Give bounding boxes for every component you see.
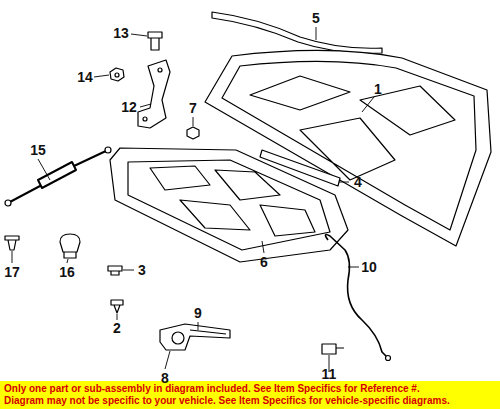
callout-number: 15 — [30, 143, 46, 157]
callout-number: 7 — [189, 101, 197, 115]
release-cable — [325, 235, 388, 358]
hood-latch — [160, 324, 230, 350]
notice-text: Diagram may not be specific to your vehi… — [4, 396, 450, 406]
nut — [110, 68, 124, 81]
bolt — [148, 32, 162, 50]
hood-insulator — [110, 148, 348, 262]
callout-number: 14 — [77, 70, 93, 84]
callout-number: 16 — [59, 265, 75, 279]
hood-hinge — [138, 60, 170, 128]
plug — [187, 127, 199, 139]
bolt — [111, 300, 123, 313]
callout-number: 10 — [361, 260, 377, 274]
callout-number: 17 — [4, 265, 20, 279]
plug — [108, 266, 122, 275]
callout-number: 9 — [194, 306, 202, 320]
callout-number: 12 — [121, 100, 137, 114]
latch-detail — [172, 330, 226, 344]
callout-number: 5 — [312, 11, 320, 25]
bumper — [60, 234, 80, 258]
leader-lines — [12, 27, 374, 372]
callout-number: 3 — [138, 263, 146, 277]
callout-number: 6 — [260, 255, 268, 269]
callout-number: 2 — [113, 321, 121, 335]
weatherstrip — [212, 12, 382, 53]
callout-number: 4 — [354, 175, 362, 189]
callout-number: 8 — [161, 371, 169, 385]
insulator-detail — [128, 160, 330, 250]
push-clip — [5, 236, 19, 250]
callout-number: 13 — [113, 26, 129, 40]
cable-clip — [322, 344, 344, 354]
notice-text: Only one part or sub-assembly in diagram… — [4, 384, 420, 394]
callout-number: 11 — [322, 367, 337, 381]
callout-number: 1 — [374, 82, 382, 96]
hood-strut — [8, 150, 108, 203]
